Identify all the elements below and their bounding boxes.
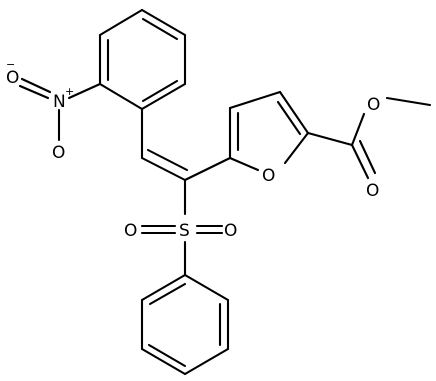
nitrophenyl-ring <box>98 8 187 111</box>
nitro-o-top-label: O <box>6 68 19 88</box>
furan-ring: O <box>228 90 310 186</box>
nitro-n-charge: + <box>65 85 74 98</box>
nitro-o-bottom-label: O <box>52 143 65 163</box>
nitro-n-label: N <box>53 92 66 112</box>
sulfur-label: S <box>179 221 190 241</box>
phenyl-ring <box>140 273 230 376</box>
nitro-group: N + O − O <box>6 58 102 163</box>
ester-o-carbonyl-label: O <box>366 181 379 201</box>
sulfonyl-o-right-label: O <box>224 221 237 241</box>
methyl-ester: O O <box>306 95 432 201</box>
sulfonyl-o-left-label: O <box>124 221 137 241</box>
vinyl-bonds <box>140 107 232 216</box>
nitro-o-charge: − <box>6 58 15 71</box>
ester-o-single-label: O <box>367 95 380 115</box>
furan-o-label: O <box>262 166 275 186</box>
sulfonyl-group: S O O <box>124 221 237 277</box>
